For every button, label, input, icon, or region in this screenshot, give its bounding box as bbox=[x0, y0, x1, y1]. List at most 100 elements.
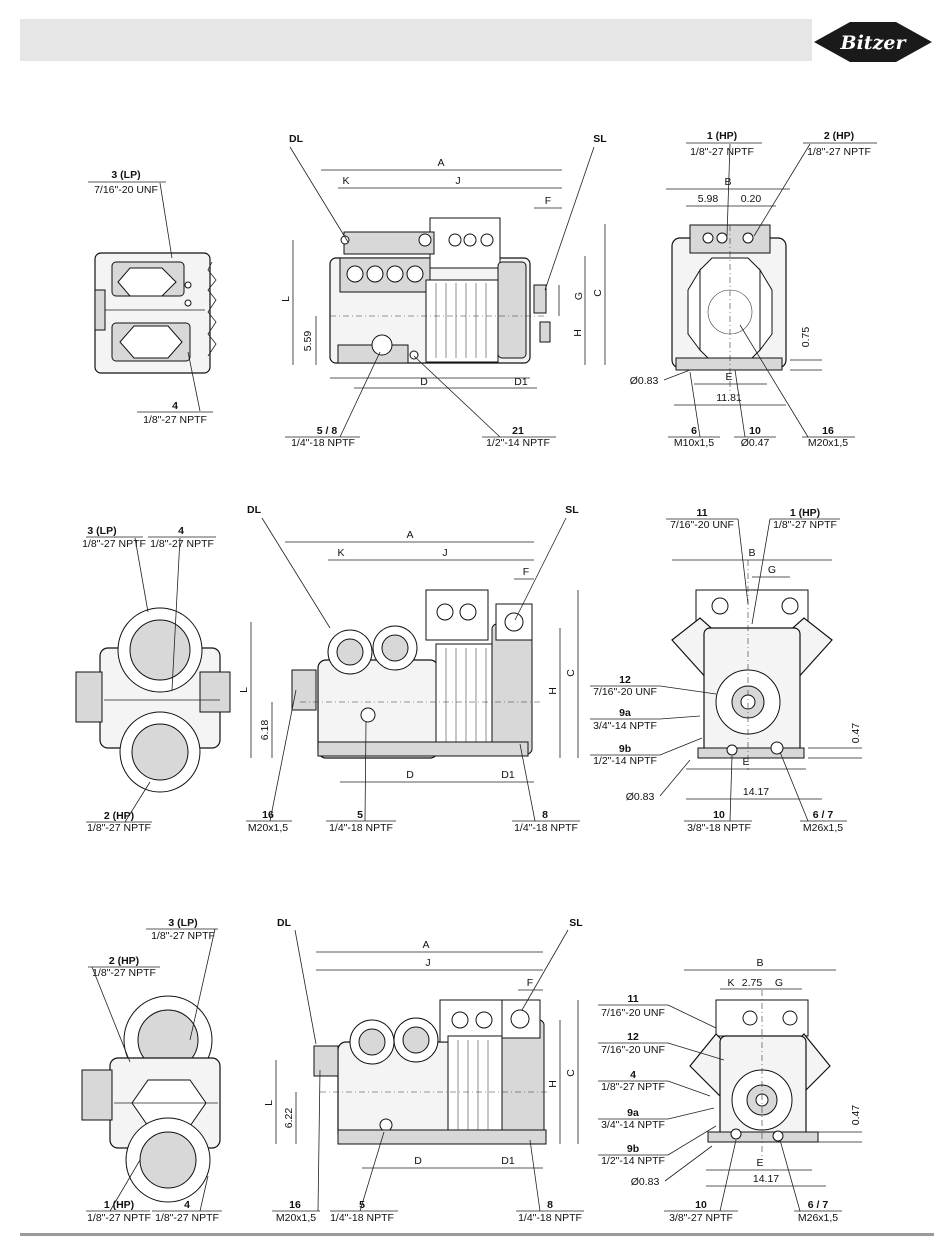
callout-number: 9b bbox=[619, 743, 631, 755]
dim-H: H bbox=[547, 1080, 559, 1088]
callout-thread: 1/8"-27 NPTF bbox=[150, 538, 214, 550]
row1-top-view bbox=[94, 252, 217, 374]
callout-thread: 1/4"-18 NPTF bbox=[291, 437, 355, 449]
row3-left-callouts: 3 (LP) 1/8"-27 NPTF 2 (HP) 1/8"-27 NPTF … bbox=[86, 917, 222, 1224]
callout-thread: 1/8"-27 NPTF bbox=[601, 1081, 665, 1093]
dim-height: 6.18 bbox=[259, 720, 271, 741]
callout-thread: 1/8"-27 NPTF bbox=[92, 967, 156, 979]
row2-side-view bbox=[291, 589, 540, 759]
callout-thread: 1/8"-27 NPTF bbox=[143, 414, 207, 426]
footer-rule bbox=[20, 1233, 934, 1236]
callout-thread: 1/4"-18 NPTF bbox=[330, 1212, 394, 1224]
dim-D1: D1 bbox=[501, 769, 515, 781]
row3-end-dimensions: B K 2.75 G 11 7/16"-20 UNF 12 7/16"-20 U… bbox=[598, 957, 862, 1224]
dim-C: C bbox=[565, 1069, 577, 1077]
dim-A: A bbox=[422, 939, 429, 951]
callout-thread: 7/16"-20 UNF bbox=[601, 1007, 665, 1019]
callout-thread: 1/4"-18 NPTF bbox=[514, 822, 578, 834]
callout-number: 16 bbox=[262, 809, 274, 821]
callout-thread: 3/8"-18 NPTF bbox=[687, 822, 751, 834]
row1-side-dimensions: DL SL A K J F G C H L 5.59 D D1 5 / 8 1/… bbox=[280, 133, 607, 449]
row3-side-view bbox=[313, 999, 548, 1145]
callout-number: 10 bbox=[713, 809, 725, 821]
dl-label: DL bbox=[277, 917, 292, 929]
callout-number: 1 (HP) bbox=[707, 130, 737, 142]
row3-end-view bbox=[689, 990, 831, 1160]
callout-number: 1 (HP) bbox=[790, 507, 820, 519]
callout-number: 6 bbox=[691, 425, 697, 437]
callout-number: 9a bbox=[627, 1107, 639, 1119]
row2-end-view bbox=[671, 560, 833, 770]
callout-number: 21 bbox=[512, 425, 524, 437]
dim-diameter: Ø0.83 bbox=[626, 791, 655, 803]
callout-number: 3 (LP) bbox=[111, 169, 140, 181]
callout-thread: 1/4"-18 NPTF bbox=[518, 1212, 582, 1224]
callout-thread: M20x1,5 bbox=[808, 437, 848, 449]
dim-B: B bbox=[756, 957, 763, 969]
callout-thread: 1/2"-14 NPTF bbox=[601, 1155, 665, 1167]
callout-thread: 7/16"-20 UNF bbox=[94, 184, 158, 196]
dim-F: F bbox=[527, 977, 533, 989]
sl-label: SL bbox=[593, 133, 607, 145]
callout-number: 5 / 8 bbox=[317, 425, 338, 437]
dim-D: D bbox=[406, 769, 414, 781]
callout-number: 2 (HP) bbox=[109, 955, 139, 967]
row3-side-dimensions: DL SL A J F C H L 6.22 D D1 16 M20x1,5 5… bbox=[263, 917, 584, 1224]
callout-thread: 1/2"-14 NPTF bbox=[486, 437, 550, 449]
callout-number: 10 bbox=[695, 1199, 707, 1211]
callout-thread: M26x1,5 bbox=[798, 1212, 838, 1224]
callout-thread: M10x1,5 bbox=[674, 437, 714, 449]
callout-number: 2 (HP) bbox=[104, 810, 134, 822]
row2-top-view bbox=[75, 607, 231, 793]
dim-J: J bbox=[442, 547, 447, 559]
callout-number: 16 bbox=[289, 1199, 301, 1211]
callout-number: 3 (LP) bbox=[168, 917, 197, 929]
dim-value: 14.17 bbox=[753, 1173, 779, 1185]
dim-L: L bbox=[238, 687, 250, 693]
callout-thread: 1/8"-27 NPTF bbox=[151, 930, 215, 942]
callout-thread: 1/8"-27 NPTF bbox=[155, 1212, 219, 1224]
dim-L: L bbox=[280, 296, 292, 302]
row2-side-dimensions: DL SL A K J F C H L 6.18 D D1 16 M20x1,5… bbox=[238, 504, 580, 834]
sl-label: SL bbox=[565, 504, 579, 516]
row1-end-view bbox=[671, 224, 787, 395]
callout-thread: 1/8"-27 NPTF bbox=[773, 519, 837, 531]
callout-number: 12 bbox=[619, 674, 631, 686]
dim-E: E bbox=[756, 1157, 763, 1169]
dim-height: 5.59 bbox=[302, 331, 314, 352]
dim-C: C bbox=[565, 669, 577, 677]
callout-thread: 7/16"-20 UNF bbox=[670, 519, 734, 531]
dl-label: DL bbox=[247, 504, 262, 516]
dim-G: G bbox=[768, 564, 776, 576]
dim-L: L bbox=[263, 1100, 275, 1106]
dim-C: C bbox=[592, 289, 604, 297]
row2-end-dimensions: 11 7/16"-20 UNF 1 (HP) 1/8"-27 NPTF B G … bbox=[590, 507, 862, 834]
dim-height: 6.22 bbox=[283, 1108, 295, 1129]
dim-G: G bbox=[573, 292, 585, 300]
dim-K: K bbox=[342, 175, 349, 187]
dim-value: 0.20 bbox=[741, 193, 762, 205]
bitzer-logo: Bitzer bbox=[814, 22, 932, 62]
dim-value: 0.47 bbox=[850, 1105, 862, 1126]
row2-left-callouts: 3 (LP) 1/8"-27 NPTF 4 1/8"-27 NPTF 2 (HP… bbox=[82, 525, 216, 834]
callout-number: 16 bbox=[822, 425, 834, 437]
dim-D1: D1 bbox=[501, 1155, 515, 1167]
callout-thread: M20x1,5 bbox=[276, 1212, 316, 1224]
callout-number: 3 (LP) bbox=[87, 525, 116, 537]
dim-B: B bbox=[748, 547, 755, 559]
callout-thread: 1/4"-18 NPTF bbox=[329, 822, 393, 834]
dim-J: J bbox=[425, 957, 430, 969]
dim-value: 2.75 bbox=[742, 977, 763, 989]
callout-thread: M20x1,5 bbox=[248, 822, 288, 834]
callout-number: 9a bbox=[619, 707, 631, 719]
dim-A: A bbox=[437, 157, 444, 169]
callout-thread: 1/8"-27 NPTF bbox=[82, 538, 146, 550]
dim-H: H bbox=[547, 687, 559, 695]
dim-D: D bbox=[414, 1155, 422, 1167]
row1-side-view bbox=[329, 217, 551, 379]
callout-number: 6 / 7 bbox=[813, 809, 834, 821]
callout-number: 10 bbox=[749, 425, 761, 437]
callout-number: 12 bbox=[627, 1031, 639, 1043]
callout-number: 1 (HP) bbox=[104, 1199, 134, 1211]
